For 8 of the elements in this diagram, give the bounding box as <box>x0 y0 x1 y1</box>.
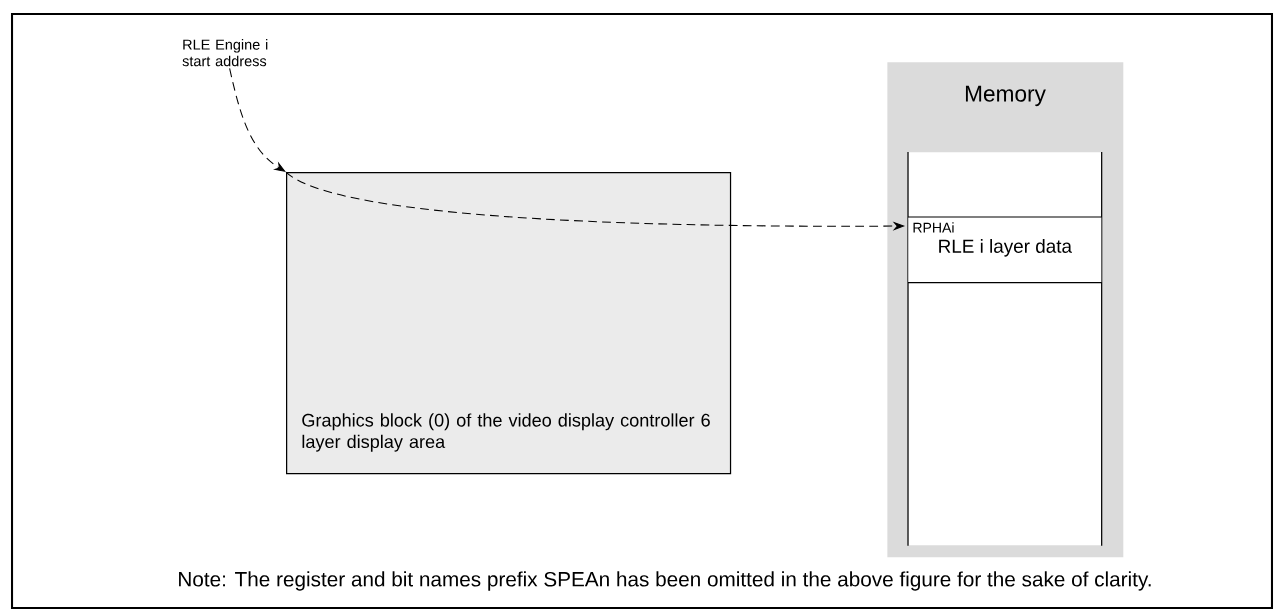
dashed-arrow <box>285 171 905 231</box>
display-area-box: Graphics block (0) of the video display controller 6 layer display area <box>286 172 732 475</box>
note-text: Note: The register and bit names prefix SPEAn has been omitted in the above figure for the sake of clarity. <box>179 571 1151 591</box>
memory-block <box>907 216 1103 284</box>
caption-text: RLE Engine i start address <box>182 39 268 67</box>
block-label: RLE i layer data <box>939 239 1072 257</box>
register-label: RPHAi <box>913 222 954 233</box>
dashed-arrow <box>229 67 286 172</box>
